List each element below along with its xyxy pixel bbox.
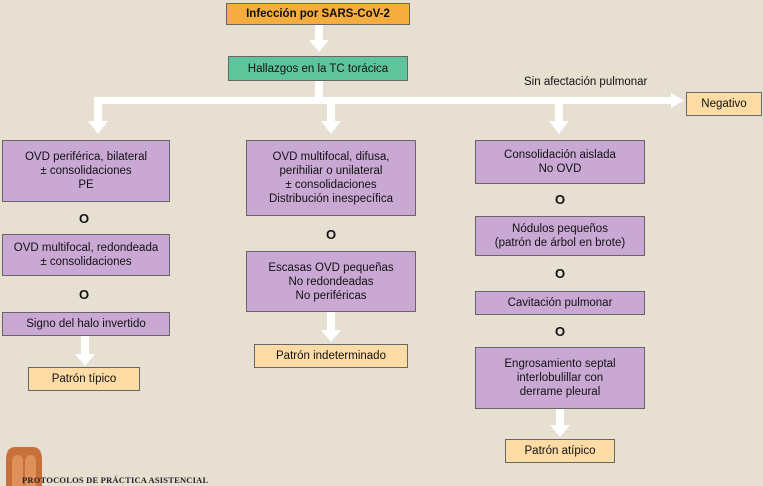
atypical-criteria-2: Nódulos pequeños (patrón de árbol en bro…	[475, 216, 645, 256]
logo-icon	[6, 447, 42, 486]
indeterminate-criteria-2: Escasas OVD pequeñas No redondeadas No p…	[246, 251, 416, 312]
ct-findings-box: Hallazgos en la TC torácica	[228, 56, 408, 81]
or-label: O	[554, 324, 566, 339]
or-label: O	[325, 227, 337, 242]
no-lung-involvement-label: Sin afectación pulmonar	[524, 76, 648, 88]
typical-criteria-3: Signo del halo invertido	[2, 312, 170, 336]
typical-pattern-result: Patrón típico	[28, 367, 140, 391]
atypical-pattern-result: Patrón atípico	[505, 439, 615, 463]
negative-result-box: Negativo	[686, 92, 762, 116]
typical-criteria-2: OVD multifocal, redondeada ± consolidaci…	[2, 234, 170, 276]
atypical-criteria-4: Engrosamiento septal interlobulillar con…	[475, 347, 645, 409]
or-label: O	[78, 287, 90, 302]
or-label: O	[554, 192, 566, 207]
typical-criteria-1: OVD periférica, bilateral ± consolidacio…	[2, 140, 170, 202]
footer-publication-title: PROTOCOLOS DE PRÁCTICA ASISTENCIAL	[22, 475, 209, 485]
or-label: O	[78, 211, 90, 226]
indeterminate-criteria-1: OVD multifocal, difusa, perihiliar o uni…	[246, 140, 416, 216]
or-label: O	[554, 266, 566, 281]
atypical-criteria-1: Consolidación aislada No OVD	[475, 140, 645, 184]
indeterminate-pattern-result: Patrón indeterminado	[254, 344, 408, 368]
atypical-criteria-3: Cavitación pulmonar	[475, 291, 645, 315]
root-box: Infección por SARS-CoV-2	[226, 3, 410, 25]
